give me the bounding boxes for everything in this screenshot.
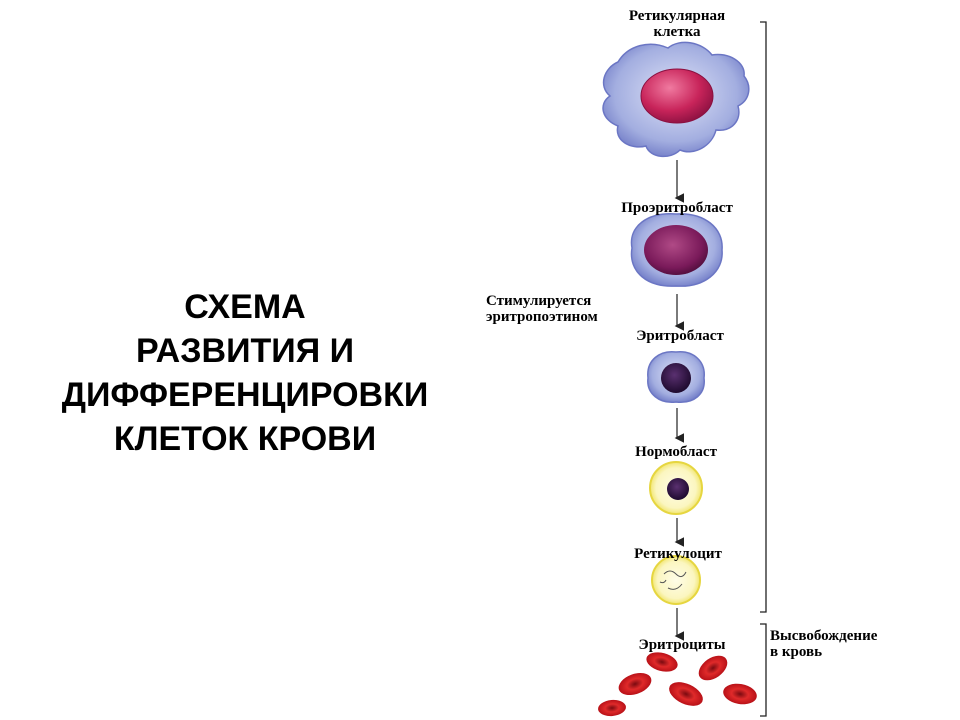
title-line: РАЗВИТИЯ И bbox=[135, 332, 355, 370]
release-note-line: в кровь bbox=[770, 644, 822, 660]
stage-label-reticular-cell: Ретикулярная клетка bbox=[629, 8, 725, 40]
release-note-line: Высвобождение bbox=[770, 628, 878, 644]
erythrocytes-cluster bbox=[598, 652, 757, 717]
stage-label-line: Нормобласт bbox=[635, 444, 717, 460]
stage-label-erythroblast: Эритробласт bbox=[636, 328, 724, 344]
stage-label-reticulocyte: Ретикулоцит bbox=[634, 546, 722, 562]
stage-label-erythrocytes: Эритроциты bbox=[639, 637, 726, 653]
normoblast-cell bbox=[649, 461, 703, 515]
proerythroblast-cell bbox=[630, 213, 723, 287]
side-note-erythropoietin: Стимулируется эритропоэтином bbox=[486, 293, 598, 325]
reticulocyte-cell bbox=[651, 555, 701, 605]
bone-marrow-bracket bbox=[760, 21, 767, 613]
release-note: Высвобождение в кровь bbox=[770, 628, 877, 660]
stage-label-normoblast: Нормобласт bbox=[635, 444, 717, 460]
title-line: СХЕМА bbox=[184, 288, 306, 326]
title-line: КЛЕТОК КРОВИ bbox=[113, 420, 377, 458]
stage-label-proerythroblast: Проэритробласт bbox=[621, 200, 733, 216]
reticular-cell bbox=[602, 41, 750, 158]
stage-label-line: Эритробласт bbox=[636, 328, 724, 344]
slide-title: СХЕМА РАЗВИТИЯ И ДИФФЕРЕНЦИРОВКИ КЛЕТОК … bbox=[30, 285, 460, 461]
stage-label-line: Ретикулярная bbox=[628, 8, 726, 24]
release-bracket bbox=[760, 623, 767, 717]
stage-label-line: Ретикулоцит bbox=[634, 546, 722, 562]
erythroblast-cell bbox=[647, 351, 705, 403]
side-note-line: эритропоэтином bbox=[486, 309, 598, 325]
title-line: ДИФФЕРЕНЦИРОВКИ bbox=[61, 376, 429, 414]
side-note-line: Стимулируется bbox=[486, 293, 592, 309]
stage-label-line: Проэритробласт bbox=[621, 200, 733, 216]
stage-label-line: Эритроциты bbox=[638, 637, 726, 653]
stage-label-line: клетка bbox=[653, 24, 701, 40]
